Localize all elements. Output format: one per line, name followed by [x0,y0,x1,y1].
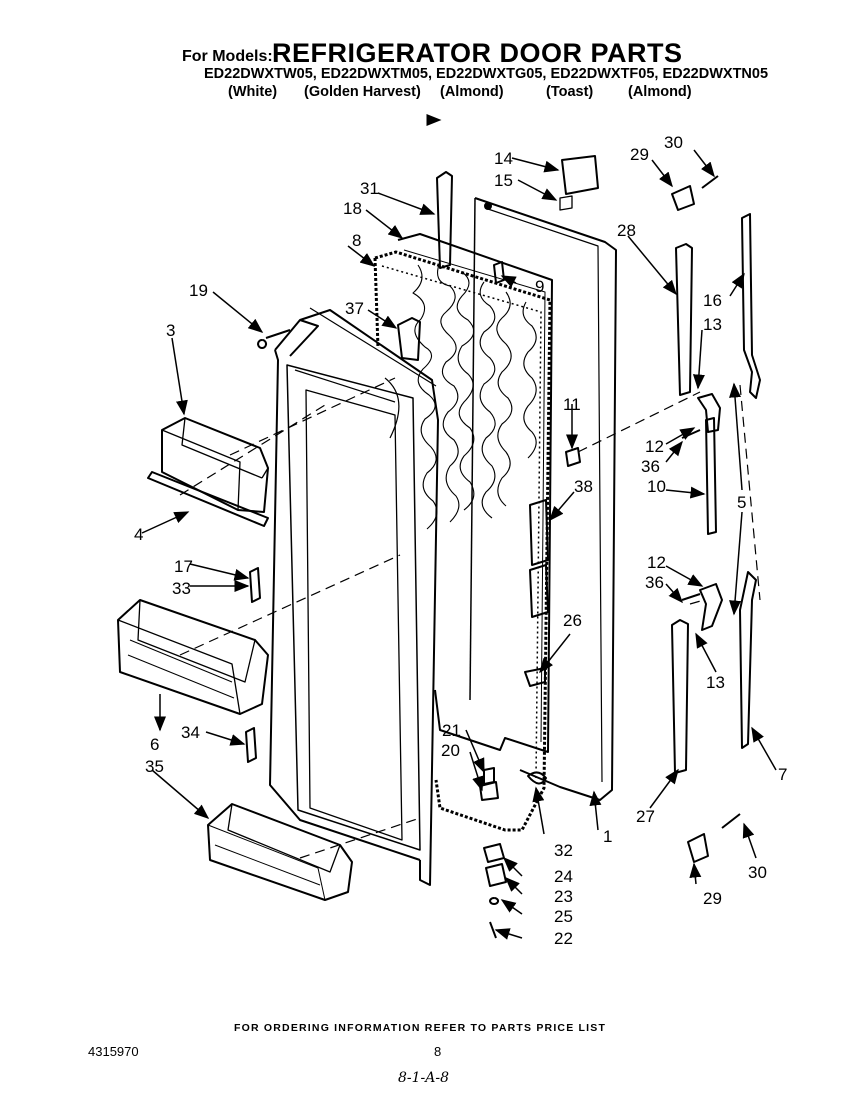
callout-38: 38 [574,477,593,496]
switch-11 [565,447,581,467]
page-number: 8 [434,1044,442,1059]
shelf-support-upper [249,567,261,603]
door-gasket [373,250,552,832]
for-models-label: For Models: [182,48,273,65]
breaker-strip [397,317,421,361]
callout-21: 21 [442,721,461,740]
callout-30-lower: 30 [748,863,767,882]
callout-11: 11 [563,395,581,414]
model-numbers: ED22DWXTW05, ED22DWXTM05, ED22DWXTG05, E… [204,66,769,82]
hinge-cup-32 [527,771,547,785]
callout-13-lower: 13 [706,673,725,692]
callout-20: 20 [441,741,460,760]
callout-17: 17 [174,557,193,576]
clip-26 [524,667,546,687]
callout-23: 23 [554,887,573,906]
color-toast: (Toast) [546,84,594,100]
callout-36-lower: 36 [645,573,664,592]
handle-plate-upper [529,499,549,566]
color-almond-1: (Almond) [440,84,504,100]
callout-1: 1 [603,827,612,846]
callout-12-lower: 12 [647,553,666,572]
callout-28: 28 [617,221,636,240]
door-shelf-bin [117,599,269,715]
callout-13-upper: 13 [703,315,722,334]
callout-15: 15 [494,171,513,190]
outer-door-panel [469,197,617,801]
vertical-trim [436,171,453,269]
callout-34: 34 [181,723,200,742]
bracket-lower [699,583,723,631]
hinge-clip-upper [671,185,695,211]
handwritten-mark: 8-1-A-8 [398,1070,450,1086]
callout-19: 19 [189,281,208,300]
callout-7: 7 [778,765,787,784]
callout-16: 16 [703,291,722,310]
callout-32: 32 [554,841,573,860]
callout-10: 10 [647,477,666,496]
ordering-note: FOR ORDERING INFORMATION REFER TO PARTS … [234,1022,607,1034]
callout-27: 27 [636,807,655,826]
lower-shelf-bin [207,803,353,901]
fastener-9 [493,261,505,284]
hinge-pin-21 [483,767,495,785]
callout-22: 22 [554,929,573,948]
callout-33: 33 [172,579,191,598]
callout-9: 9 [535,277,544,296]
channel-27 [671,619,689,774]
callout-25: 25 [554,907,573,926]
callout-29-upper: 29 [630,145,649,164]
callout-14: 14 [494,149,513,168]
dairy-door-bar [147,471,269,527]
handle-trim-7 [739,571,757,749]
callout-35: 35 [145,757,164,776]
callout-31: 31 [360,179,379,198]
hinge-clip-lower [687,833,709,863]
screw-30-upper [701,175,719,189]
leader-arrows [141,149,777,940]
screw-30-lower [721,813,741,829]
label-15 [559,195,573,211]
callout-24: 24 [554,867,573,886]
callout-8: 8 [352,231,361,250]
insulation-panel [397,233,553,753]
callout-30-upper: 30 [664,133,683,152]
color-almond-2: (Almond) [628,84,692,100]
document-number: 4315970 [88,1044,139,1059]
hinge-plate-24 [483,843,505,863]
callout-6: 6 [150,735,159,754]
channel-28 [675,243,693,396]
callout-3: 3 [166,321,175,340]
screw-22 [489,921,497,939]
handle-trim-16 [741,213,761,399]
color-golden-harvest: (Golden Harvest) [304,84,421,100]
assembly-guide-lines [179,377,761,859]
dairy-door [161,417,269,513]
callout-36-upper: 36 [641,457,660,476]
screw-19 [257,329,291,349]
hinge-block-23 [485,863,507,887]
hinge-part-20 [479,781,499,801]
callout-4: 4 [134,525,143,544]
shelf-support-lower [245,727,257,763]
handle-tube [705,417,717,535]
callout-12-upper: 12 [645,437,664,456]
screw-36-lower [681,593,701,601]
color-white: (White) [228,84,278,100]
label-14 [561,155,599,195]
callout-37: 37 [345,299,364,318]
bracket-upper [697,393,721,433]
page-title: REFRIGERATOR DOOR PARTS [272,38,683,68]
inner-door-liner [269,307,439,886]
handle-plate-lower [529,564,549,618]
callout-26: 26 [563,611,582,630]
callout-5: 5 [737,493,746,512]
washer-25 [489,897,500,905]
callout-18: 18 [343,199,362,218]
callout-29-lower: 29 [703,889,722,908]
